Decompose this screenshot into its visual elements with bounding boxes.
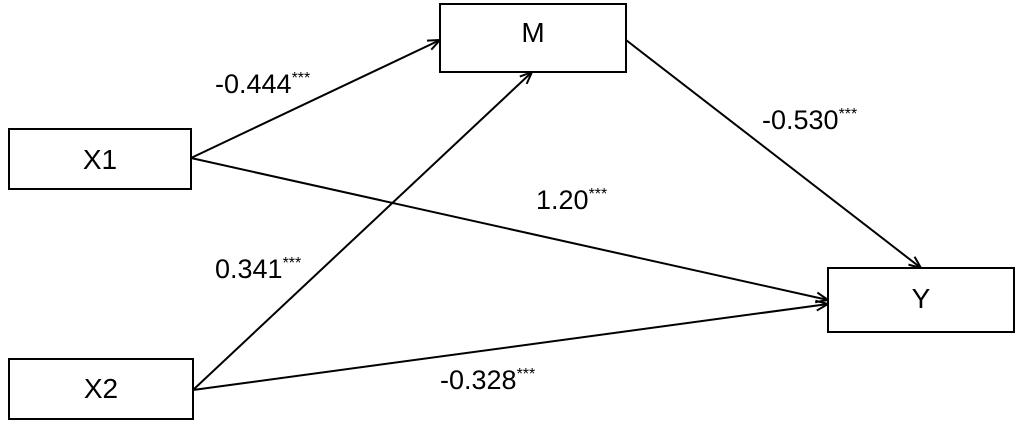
node-x1: X1	[8, 128, 192, 190]
node-y: Y	[827, 267, 1015, 333]
node-m-label: M	[521, 17, 544, 48]
path-x1-to-y	[190, 157, 828, 300]
node-m: M	[439, 3, 627, 73]
node-y-label: Y	[912, 283, 931, 314]
path-x1-to-m	[190, 40, 440, 159]
node-x2-label: X2	[84, 373, 118, 404]
coef-x1-m-value: -0.444	[215, 69, 292, 99]
path-x2-to-m	[192, 72, 532, 391]
coef-x2-y: -0.328***	[440, 365, 535, 395]
coef-x2-m-value: 0.341	[215, 254, 283, 284]
path-m-to-y	[625, 39, 921, 268]
node-x1-label: X1	[83, 144, 117, 175]
node-x2: X2	[8, 358, 194, 420]
coef-x2-y-sig: ***	[517, 366, 536, 383]
coef-x2-m-sig: ***	[283, 255, 302, 272]
coef-x1-y-value: 1.20	[536, 185, 589, 215]
coef-x1-y: 1.20***	[536, 185, 607, 215]
coef-m-y-value: -0.530	[762, 105, 839, 135]
coef-m-y-sig: ***	[839, 106, 858, 123]
coef-x1-y-sig: ***	[589, 186, 608, 203]
coef-x2-m: 0.341***	[215, 254, 301, 284]
coef-x1-m: -0.444***	[215, 69, 310, 99]
coef-x2-y-value: -0.328	[440, 365, 517, 395]
path-x2-to-y	[192, 304, 828, 391]
coef-x1-m-sig: ***	[292, 70, 311, 87]
coef-m-y: -0.530***	[762, 105, 857, 135]
